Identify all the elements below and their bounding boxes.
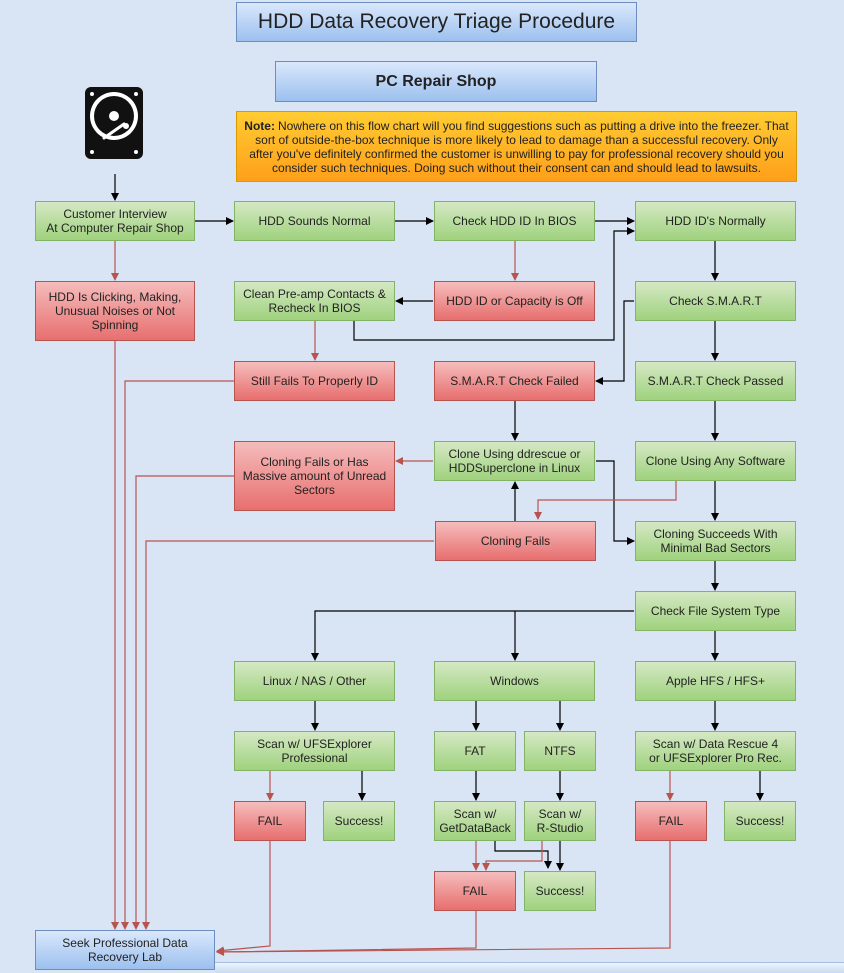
node-smart-failed: S.M.A.R.T Check Failed [434, 361, 595, 401]
hard-drive-icon [85, 87, 143, 159]
node-fail-windows: FAIL [434, 871, 516, 911]
node-check-hdd-id-bios: Check HDD ID In BIOS [434, 201, 595, 241]
arrow-smart-to-failed [595, 300, 634, 385]
warning-note: Note:Nowhere on this flow chart will you… [236, 111, 797, 182]
node-ntfs: NTFS [524, 731, 596, 771]
node-check-file-system: Check File System Type [635, 591, 796, 631]
node-fail-linux: FAIL [234, 801, 306, 841]
node-hdd-clicking: HDD Is Clicking, Making, Unusual Noises … [35, 281, 195, 341]
node-scan-data-rescue: Scan w/ Data Rescue 4 or UFSExplorer Pro… [635, 731, 796, 771]
subtitle-pc-repair-shop: PC Repair Shop [275, 61, 597, 102]
node-scan-getdataback: Scan w/ GetDataBack [434, 801, 516, 841]
node-cloning-fails: Cloning Fails [435, 521, 596, 561]
node-windows: Windows [434, 661, 595, 701]
node-cloning-succeeds: Cloning Succeeds With Minimal Bad Sector… [635, 521, 796, 561]
arrow-applefail-to-lab [216, 841, 671, 956]
node-linux-nas-other: Linux / NAS / Other [234, 661, 395, 701]
node-check-smart: Check S.M.A.R.T [635, 281, 796, 321]
node-hdd-ids-normally: HDD ID's Normally [635, 201, 796, 241]
node-seek-professional-lab: Seek Professional Data Recovery Lab [35, 930, 215, 970]
page-title: HDD Data Recovery Triage Procedure [236, 2, 637, 42]
arrow-windowsfail-to-lab [216, 911, 477, 956]
arrow-linuxfail-to-lab [216, 841, 271, 955]
node-fat: FAT [434, 731, 516, 771]
bottom-edge-bar [215, 962, 844, 973]
arrow-ddrescue-to-succeeds [596, 460, 635, 545]
arrow-rstudio-to-fail [482, 841, 543, 871]
node-success-apple: Success! [724, 801, 796, 841]
node-apple-hfs: Apple HFS / HFS+ [635, 661, 796, 701]
arrow-getdataback-to-success [494, 841, 552, 869]
node-success-linux: Success! [323, 801, 395, 841]
note-text: Nowhere on this flow chart will you find… [249, 118, 789, 175]
arrow-cloningfails-to-lab [142, 540, 434, 930]
node-clone-any-software: Clone Using Any Software [635, 441, 796, 481]
node-clone-ddrescue: Clone Using ddrescue or HDDSuperclone in… [434, 441, 595, 481]
arrow-preamp-recheck [353, 227, 635, 341]
node-customer-interview: Customer Interview At Computer Repair Sh… [35, 201, 195, 241]
arrow-cloneany-to-cloningfails [534, 481, 677, 520]
node-fail-apple: FAIL [635, 801, 707, 841]
node-scan-rstudio: Scan w/ R-Studio [524, 801, 596, 841]
node-cloning-fails-massive: Cloning Fails or Has Massive amount of U… [234, 441, 395, 511]
arrow-massive-to-lab [132, 475, 234, 930]
note-label: Note: [244, 118, 275, 133]
node-hdd-sounds-normal: HDD Sounds Normal [234, 201, 395, 241]
arrow-fs-to-linux [311, 610, 634, 661]
node-still-fails-to-id: Still Fails To Properly ID [234, 361, 395, 401]
arrow-stillfails-to-lab [121, 380, 234, 930]
node-scan-ufsexplorer-pro: Scan w/ UFSExplorer Professional [234, 731, 395, 771]
node-smart-passed: S.M.A.R.T Check Passed [635, 361, 796, 401]
node-hdd-id-off: HDD ID or Capacity is Off [434, 281, 595, 321]
node-clean-preamp: Clean Pre-amp Contacts & Recheck In BIOS [234, 281, 395, 321]
node-success-windows: Success! [524, 871, 596, 911]
